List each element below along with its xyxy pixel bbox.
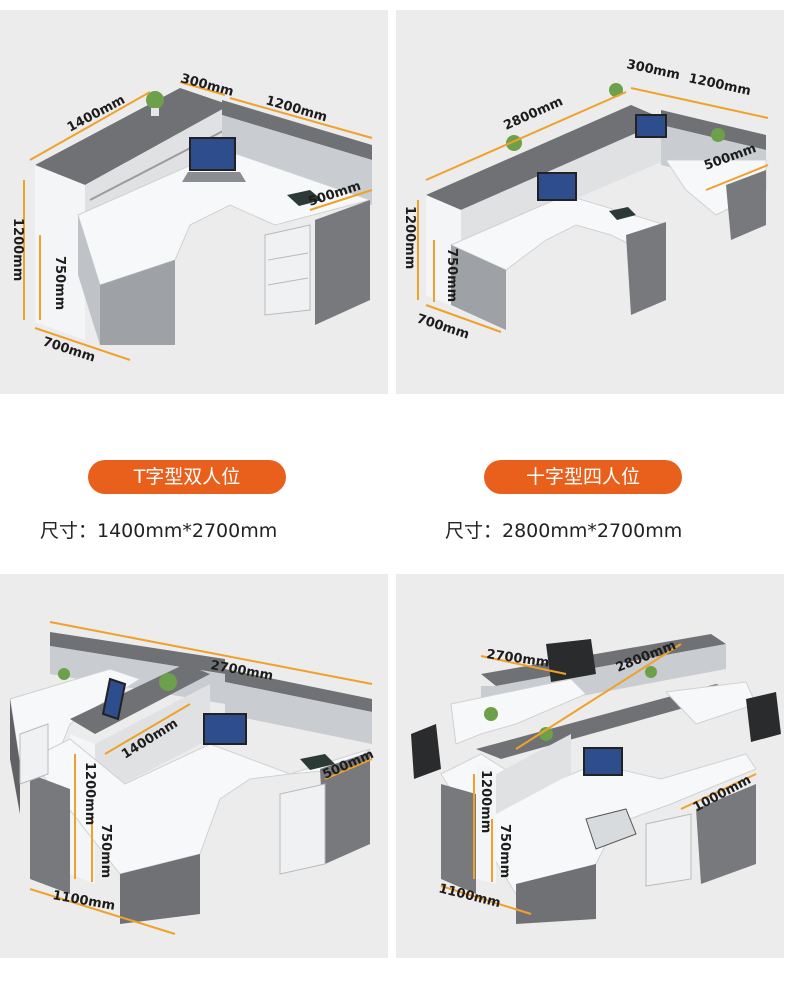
dim-label: 700mm [415, 312, 471, 343]
desk-illustration: 2700mm 2800mm 1000mm 1200mm 750mm 1100mm [411, 634, 781, 924]
dim-label: 2800mm [502, 94, 566, 133]
desk-illustration: 1400mm 300mm 1200mm 500mm 1200mm 750mm 7… [10, 71, 373, 366]
dim-label: 1100mm [51, 888, 116, 914]
size-text-t-shape: 尺寸：1400mm*2700mm [40, 520, 278, 542]
dim-label: 1200mm [478, 770, 493, 833]
dim-label: 1200mm [10, 218, 25, 281]
product-image-t-shape-bottom: 2700mm 1400mm 500mm 1200mm 750mm 1100mm [0, 574, 388, 958]
product-label-t-shape: T字型双人位 [88, 460, 286, 494]
desk-illustration: 2800mm 300mm 1200mm 500mm 1200mm 750mm 7… [402, 57, 769, 343]
dim-label: 2700mm [485, 647, 550, 671]
size-text-cross-shape: 尺寸：2800mm*2700mm [445, 520, 683, 542]
dim-label: 750mm [497, 824, 512, 878]
dim-label: 750mm [98, 824, 113, 878]
dim-label: 300mm [625, 57, 681, 83]
product-image-cross-shape-bottom: 2700mm 2800mm 1000mm 1200mm 750mm 1100mm [396, 574, 784, 958]
dim-label: 750mm [52, 256, 67, 310]
dim-label: 750mm [444, 248, 459, 302]
dim-label: 1200mm [402, 206, 417, 269]
desk-illustration: 2700mm 1400mm 500mm 1200mm 750mm 1100mm [9, 621, 376, 935]
product-image-t-shape-top: 1400mm 300mm 1200mm 500mm 1200mm 750mm 7… [0, 10, 388, 394]
dim-label: 1200mm [687, 71, 752, 99]
dim-label: 1200mm [82, 762, 97, 825]
product-label-cross-shape: 十字型四人位 [484, 460, 682, 494]
product-image-cross-shape-top: 2800mm 300mm 1200mm 500mm 1200mm 750mm 7… [396, 10, 784, 394]
